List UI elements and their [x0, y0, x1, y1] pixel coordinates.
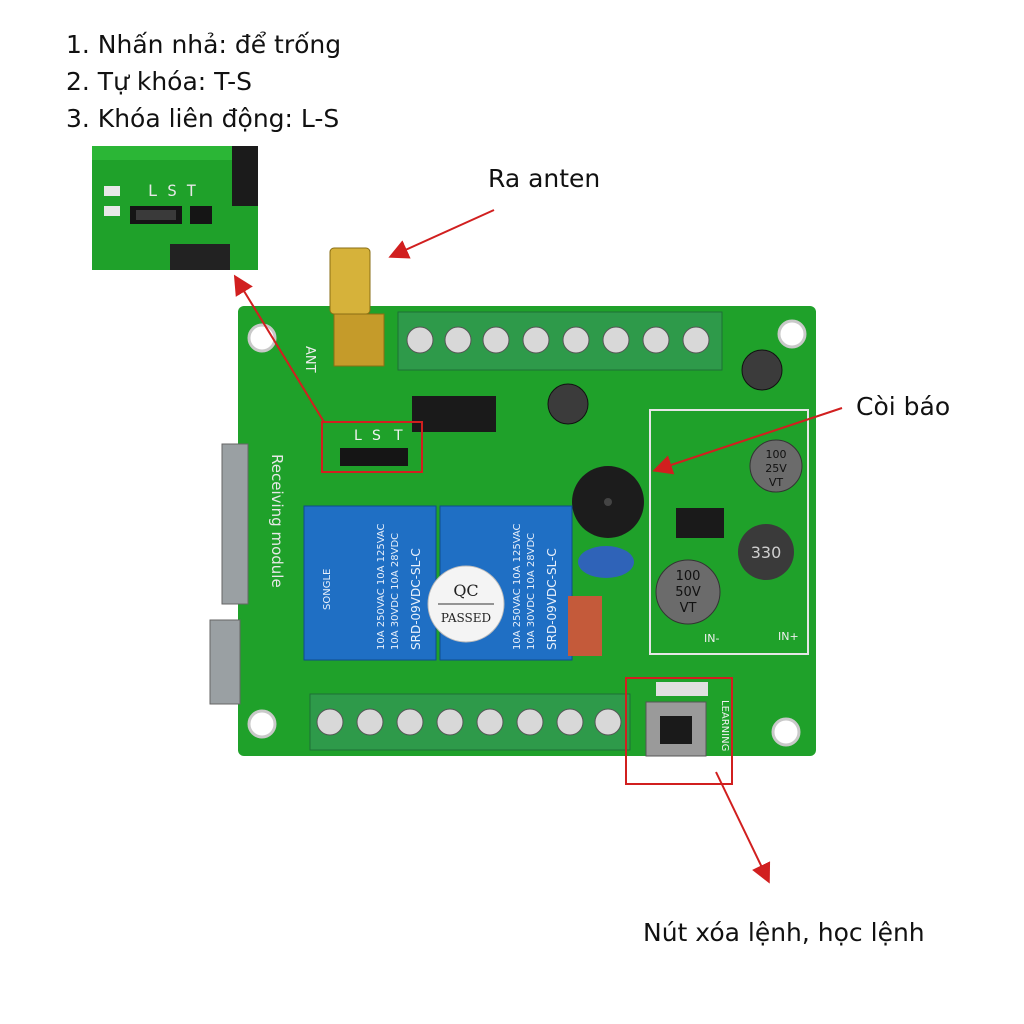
power-section: 100 25V VT 330 100 50V VT IN- IN+ [649, 409, 809, 655]
note-3: 3. Khóa liên động: L-S [66, 104, 340, 133]
cap-big-voltage: 50V [675, 585, 701, 600]
relay-2-rating-2: 10A 30VDC 10A 28VDC [526, 533, 537, 650]
inset-jumper-labels: L S T [148, 181, 197, 200]
relay-1-rating-1: 10A 250VAC 10A 125VAC [376, 523, 387, 650]
inductor-value: 330 [751, 543, 782, 562]
cap-small-brand: VT [769, 476, 784, 489]
relay-1-brand: SONGLE [322, 569, 333, 610]
jumper-zoom-inset: L S T [92, 146, 258, 270]
buzzer-label: Còi báo [856, 392, 951, 421]
relay-2-model: SRD-09VDC-SL-C [545, 548, 559, 650]
antenna-arrow [388, 209, 495, 259]
ant-silkscreen: ANT [302, 346, 317, 373]
jumper-block: L S T [340, 428, 408, 466]
in-plus-label: IN+ [778, 630, 799, 643]
jumper-arrow [233, 274, 325, 423]
module-silkscreen: Receiving module [268, 454, 286, 588]
jumper-t: T [393, 428, 403, 444]
learning-silkscreen: LEARNING [719, 700, 730, 751]
relay-2-rating-1: 10A 250VAC 10A 125VAC [512, 523, 523, 650]
button-arrow [715, 771, 771, 884]
note-1: 1. Nhấn nhả: để trống [66, 30, 342, 59]
jumper-highlight-box [321, 421, 423, 473]
qc-text: QC [453, 581, 478, 600]
learn-button-label: Nút xóa lệnh, học lệnh [643, 918, 925, 947]
cap-small-voltage: 25V [765, 462, 787, 475]
in-minus-label: IN- [704, 632, 719, 645]
qc-passed-sticker: QC PASSED [427, 565, 505, 643]
cap-big-brand: VT [680, 601, 697, 616]
passed-text: PASSED [441, 611, 491, 625]
relay-1: SRD-09VDC-SL-C 10A 30VDC 10A 28VDC 10A 2… [303, 505, 437, 661]
jumper-l: L [354, 428, 362, 444]
note-2: 2. Tự khóa: T-S [66, 67, 253, 96]
antenna-connector [329, 247, 385, 367]
jumper-s: S [372, 428, 381, 444]
buzzer-arrow [652, 407, 843, 475]
antenna-label: Ra anten [488, 164, 601, 193]
jumper-notes: 1. Nhấn nhả: để trống 2. Tự khóa: T-S 3.… [66, 26, 341, 137]
pcb-board: ANT Receiving module L S T SRD-09VDC-SL-… [209, 247, 816, 757]
relay-1-rating-2: 10A 30VDC 10A 28VDC [390, 533, 401, 650]
top-terminal-block [397, 311, 723, 371]
bottom-terminal-block [309, 693, 631, 751]
button-highlight-box [625, 677, 733, 785]
relay-1-model: SRD-09VDC-SL-C [409, 548, 423, 650]
cap-small-value: 100 [766, 448, 787, 461]
cap-big-value: 100 [676, 569, 701, 584]
learning-button: LEARNING [645, 682, 730, 757]
